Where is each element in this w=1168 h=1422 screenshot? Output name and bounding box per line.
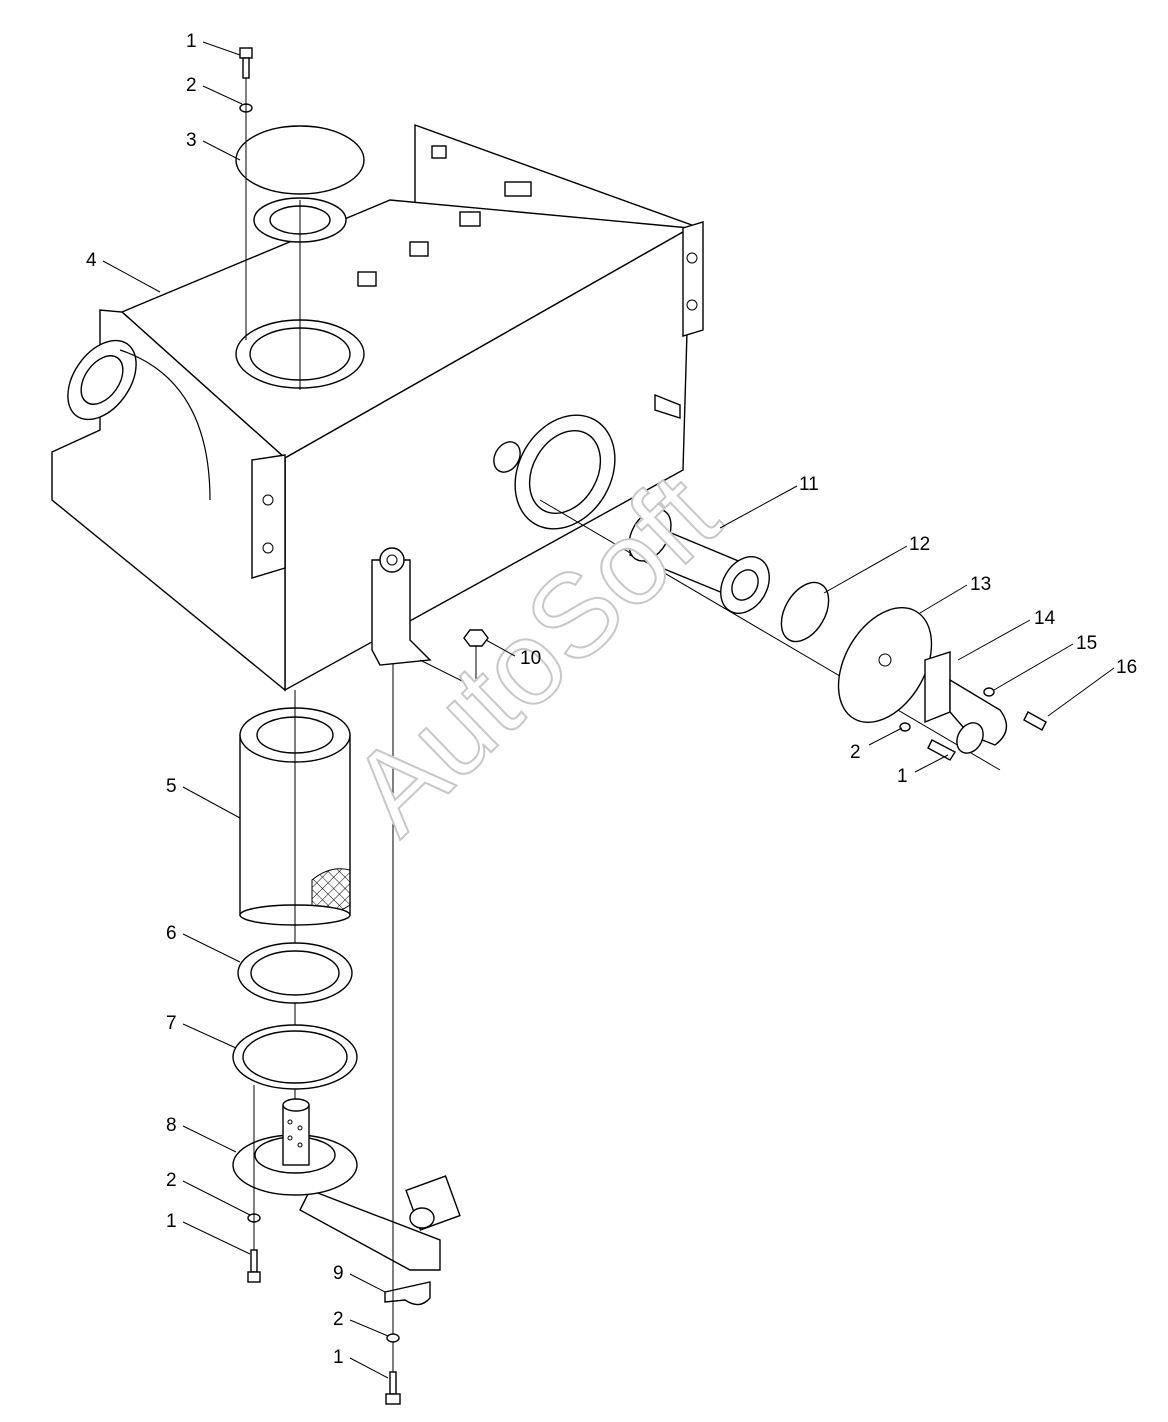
right-fasteners — [899, 687, 1047, 761]
clamp-bracket — [371, 547, 489, 1400]
outlet-elbow — [924, 651, 1008, 754]
suction-flange-assembly — [232, 1098, 461, 1271]
callout-1-left: 1 — [166, 1211, 177, 1232]
callout-16: 16 — [1116, 657, 1137, 678]
callout-1-top: 1 — [186, 31, 197, 52]
callout-13: 13 — [970, 574, 991, 595]
gasket-7 — [232, 1024, 358, 1090]
top-bolt — [239, 47, 301, 390]
callout-labels: 1 2 3 4 5 6 7 8 2 1 9 2 1 10 11 12 13 14… — [86, 31, 1137, 1368]
callout-1-bottom: 1 — [333, 1347, 344, 1368]
callout-7: 7 — [166, 1013, 177, 1034]
callout-11: 11 — [799, 474, 819, 495]
return-filter — [539, 499, 1001, 771]
callout-2-right: 2 — [850, 742, 861, 763]
callout-12: 12 — [909, 534, 930, 555]
callout-8: 8 — [166, 1115, 177, 1136]
callout-10: 10 — [520, 648, 541, 669]
callout-5: 5 — [166, 776, 177, 797]
suction-strainer — [239, 690, 351, 1170]
callout-3: 3 — [186, 130, 197, 151]
callout-14: 14 — [1034, 608, 1056, 629]
callout-6: 6 — [166, 923, 177, 944]
gasket-6 — [237, 942, 353, 1004]
callout-9: 9 — [333, 1263, 344, 1284]
callout-15: 15 — [1076, 633, 1097, 654]
callout-2-top: 2 — [186, 75, 197, 96]
filter-cover-plate — [837, 607, 933, 723]
callout-2-bottom: 2 — [333, 1309, 344, 1330]
o-ring — [780, 581, 830, 643]
bottom-left-bolt — [247, 1085, 261, 1283]
callout-1-right: 1 — [897, 766, 908, 787]
callout-leaders — [102, 41, 1115, 1379]
tank-cover — [235, 125, 365, 243]
callout-4: 4 — [86, 250, 97, 271]
bottom-bolt — [385, 1333, 401, 1405]
callout-2-left: 2 — [166, 1170, 177, 1191]
